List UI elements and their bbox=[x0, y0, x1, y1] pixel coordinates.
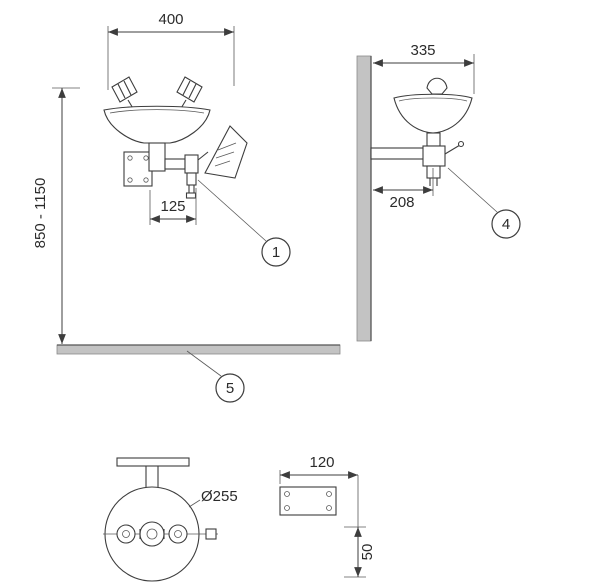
callout-5: 5 bbox=[186, 350, 245, 403]
push-flag bbox=[197, 125, 248, 179]
side-view: 335 208 bbox=[356, 42, 521, 342]
valve-piping-side bbox=[370, 132, 465, 186]
front-view: 400 850 - 1150 bbox=[32, 11, 341, 403]
callout-4: 4 bbox=[447, 167, 521, 239]
mounting-plate-outline bbox=[279, 486, 337, 516]
wall bbox=[356, 55, 372, 342]
dim-front-width-label: 400 bbox=[158, 11, 183, 28]
plate-view: 120 50 bbox=[279, 454, 376, 578]
valve-piping-front bbox=[148, 142, 199, 199]
floor bbox=[56, 344, 341, 355]
dim-front-height: 850 - 1150 bbox=[32, 87, 80, 344]
dim-front-offset-label: 125 bbox=[160, 198, 185, 215]
dim-side-projection: 208 bbox=[373, 168, 434, 211]
dim-side-depth-label: 335 bbox=[410, 42, 435, 59]
callout-1-label: 1 bbox=[272, 244, 280, 261]
spray-head-side bbox=[426, 77, 448, 95]
dim-plate-height-label: 50 bbox=[359, 544, 376, 561]
dim-side-depth: 335 bbox=[373, 42, 475, 94]
bowl-side bbox=[393, 93, 473, 134]
dim-top-diameter: Ø255 bbox=[188, 488, 238, 508]
callout-5-label: 5 bbox=[226, 380, 234, 397]
mounting-bracket-front bbox=[123, 151, 153, 187]
dim-front-offset: 125 bbox=[149, 188, 197, 225]
spray-assembly-top bbox=[116, 521, 188, 547]
dim-plate-height: 50 bbox=[344, 475, 376, 578]
spray-head-right bbox=[176, 76, 203, 111]
spray-head-left bbox=[111, 76, 138, 111]
wall-bar-top bbox=[116, 457, 190, 467]
valve-top bbox=[205, 528, 217, 540]
callout-4-label: 4 bbox=[502, 216, 510, 233]
dim-front-width: 400 bbox=[107, 11, 235, 90]
dim-front-height-label: 850 - 1150 bbox=[32, 178, 49, 249]
callout-1: 1 bbox=[197, 179, 291, 267]
top-view: Ø255 bbox=[103, 457, 238, 582]
dim-plate-width: 120 bbox=[279, 454, 358, 484]
dim-top-diameter-label: Ø255 bbox=[201, 488, 238, 505]
dim-plate-width-label: 120 bbox=[309, 454, 334, 471]
dim-side-projection-label: 208 bbox=[389, 194, 414, 211]
bowl-front bbox=[103, 105, 211, 144]
